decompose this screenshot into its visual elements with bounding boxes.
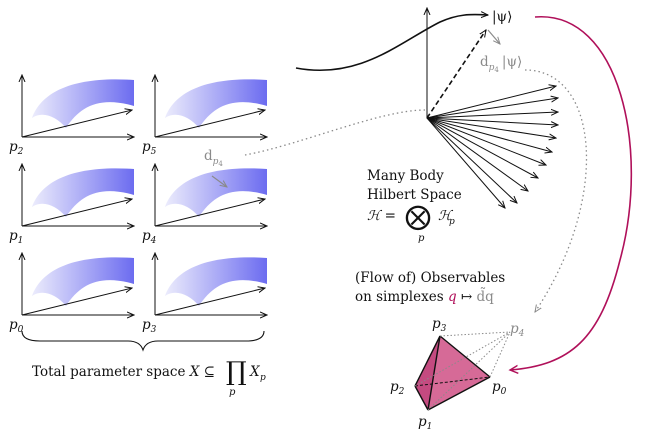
product-factor-sub: p: [260, 373, 266, 383]
parameter-space-caption: Total parameter space X ⊆: [32, 364, 215, 380]
dotted-link-right: [524, 69, 588, 312]
panel-label: p2: [9, 139, 24, 157]
panel-axis-diagonal: [21, 199, 132, 227]
panel-tangent-arrow: [211, 175, 227, 187]
ghost-edge: [439, 331, 511, 337]
parameter-panel: p4: [142, 164, 267, 246]
observables-line2: on simplexes q ↦ d̃q: [355, 288, 494, 305]
hilbert-space-vectors: [427, 8, 558, 208]
simplex-edge: [439, 335, 491, 378]
parameter-panel: p0: [9, 253, 134, 335]
product-symbol: ∏: [226, 357, 247, 387]
hilbert-vector: [426, 112, 558, 119]
simplex-left-face: [415, 336, 440, 410]
panel-axis-diagonal: [154, 110, 265, 138]
product-factor: X: [249, 364, 261, 380]
parameter-panel: p2: [9, 75, 134, 157]
hilbert-vector: [426, 117, 517, 203]
parameter-panel: p5: [142, 75, 267, 157]
simplex-label-p2: p2: [390, 379, 405, 397]
hilbert-vector: [426, 117, 558, 125]
hilbert-vector: [426, 117, 556, 138]
parameter-panel: p1: [9, 164, 134, 246]
simplex-edge: [427, 376, 491, 411]
product-index: p: [229, 387, 236, 398]
dotted-link-left: [244, 109, 426, 156]
simplex-label-p4: p4: [510, 321, 525, 339]
panel-label: p5: [142, 139, 157, 157]
observable-flow-arrow: [510, 16, 633, 370]
ghost-edge: [489, 331, 511, 378]
hilbert-formula-lhs: ℋ =: [367, 208, 396, 224]
otimes-index: p: [418, 233, 425, 244]
panel-label: p1: [9, 228, 23, 246]
hilbert-formula-rhs-sub: p: [449, 217, 455, 227]
hilbert-vector: [426, 117, 552, 152]
panel-axis-diagonal: [21, 110, 132, 138]
simplex-label-p0: p0: [492, 379, 507, 397]
hilbert-vector: [426, 86, 556, 119]
simplex-hidden-edge: [414, 376, 491, 387]
map-to-state-curve: [295, 15, 488, 72]
hilbert-line2: Hilbert Space: [367, 187, 462, 203]
state-ket: |ψ⟩: [492, 9, 512, 25]
tangent-vector: [487, 29, 500, 44]
panel-label: p4: [142, 228, 157, 246]
state-differential: dp4|ψ⟩: [480, 54, 522, 74]
parameter-surface: [165, 168, 267, 217]
hilbert-vector: [426, 98, 558, 119]
simplex-edge: [427, 335, 441, 411]
hilbert-vector: [426, 117, 546, 165]
ghost-edge: [414, 331, 511, 387]
hilbert-formula-rhs: ℋ: [438, 208, 454, 224]
parameter-surface: [32, 257, 134, 306]
differential-label: dp4: [204, 148, 223, 168]
simplex: [414, 331, 511, 411]
simplex-front-face: [428, 336, 490, 410]
parameter-surface: [32, 79, 134, 128]
panel-axis-diagonal: [154, 199, 265, 227]
hilbert-vector: [426, 117, 538, 178]
ghost-edge: [427, 331, 511, 411]
hilbert-vector: [426, 117, 505, 208]
parameter-surface: [165, 79, 267, 128]
panel-axis-diagonal: [154, 288, 265, 316]
parameter-surface: [32, 168, 134, 217]
otimes-symbol: ⨂: [405, 202, 431, 232]
parameter-panel: p3: [142, 253, 267, 335]
panel-label: p0: [9, 317, 24, 335]
simplex-label-p3: p3: [432, 316, 447, 334]
hilbert-vector: [426, 117, 528, 191]
simplex-edge: [414, 385, 429, 411]
simplex-label-p1: p1: [418, 414, 432, 432]
parameter-surface: [165, 257, 267, 306]
hilbert-line1: Many Body: [367, 168, 444, 184]
hilbert-vector-fan: [426, 86, 558, 208]
panel-axis-diagonal: [21, 288, 132, 316]
parameter-space-brace: [21, 330, 265, 352]
simplex-edge: [414, 335, 441, 387]
observables-line1: (Flow of) Observables: [355, 270, 505, 286]
state-vector: [426, 30, 486, 119]
parameter-space-panels: p2 p5 p1 p4 p0 p3: [9, 75, 267, 335]
panel-label: p3: [142, 317, 157, 335]
